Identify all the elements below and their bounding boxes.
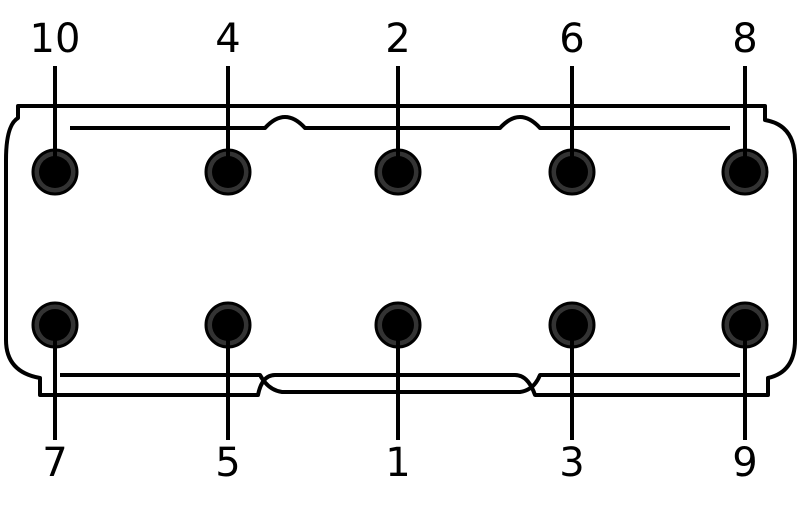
cylinder-head-outline — [4, 104, 797, 397]
bolt-8-label: 8 — [732, 16, 757, 62]
bolt-head — [39, 309, 71, 341]
bolt-5-label: 5 — [215, 440, 240, 486]
bolt-1: 1 — [374, 301, 422, 486]
bolt-9-label: 9 — [732, 440, 757, 486]
bolt-3: 3 — [548, 301, 596, 486]
bolt-head — [212, 156, 244, 188]
bolt-10-label: 10 — [30, 16, 81, 62]
bottom-row-group: 7 5 1 3 9 — [31, 301, 769, 486]
bolt-head — [556, 309, 588, 341]
bolt-4: 4 — [204, 16, 252, 196]
bolt-head — [556, 156, 588, 188]
bolt-head — [382, 156, 414, 188]
bolt-7: 7 — [31, 301, 79, 486]
bolt-6-label: 6 — [559, 16, 584, 62]
bolt-head — [729, 309, 761, 341]
top-row-group: 10 4 2 6 8 — [30, 16, 769, 196]
bolt-8: 8 — [721, 16, 769, 196]
bolt-7-label: 7 — [42, 440, 67, 486]
bolt-head — [729, 156, 761, 188]
bolt-head — [212, 309, 244, 341]
bolt-1-label: 1 — [385, 440, 410, 486]
bolt-3-label: 3 — [559, 440, 584, 486]
bolt-4-label: 4 — [215, 16, 240, 62]
bolt-head — [39, 156, 71, 188]
bolt-2: 2 — [374, 16, 422, 196]
bolt-9: 9 — [721, 301, 769, 486]
bolt-head — [382, 309, 414, 341]
bolt-5: 5 — [204, 301, 252, 486]
bolt-10: 10 — [30, 16, 81, 196]
bolt-6: 6 — [548, 16, 596, 196]
bolt-2-label: 2 — [385, 16, 410, 62]
